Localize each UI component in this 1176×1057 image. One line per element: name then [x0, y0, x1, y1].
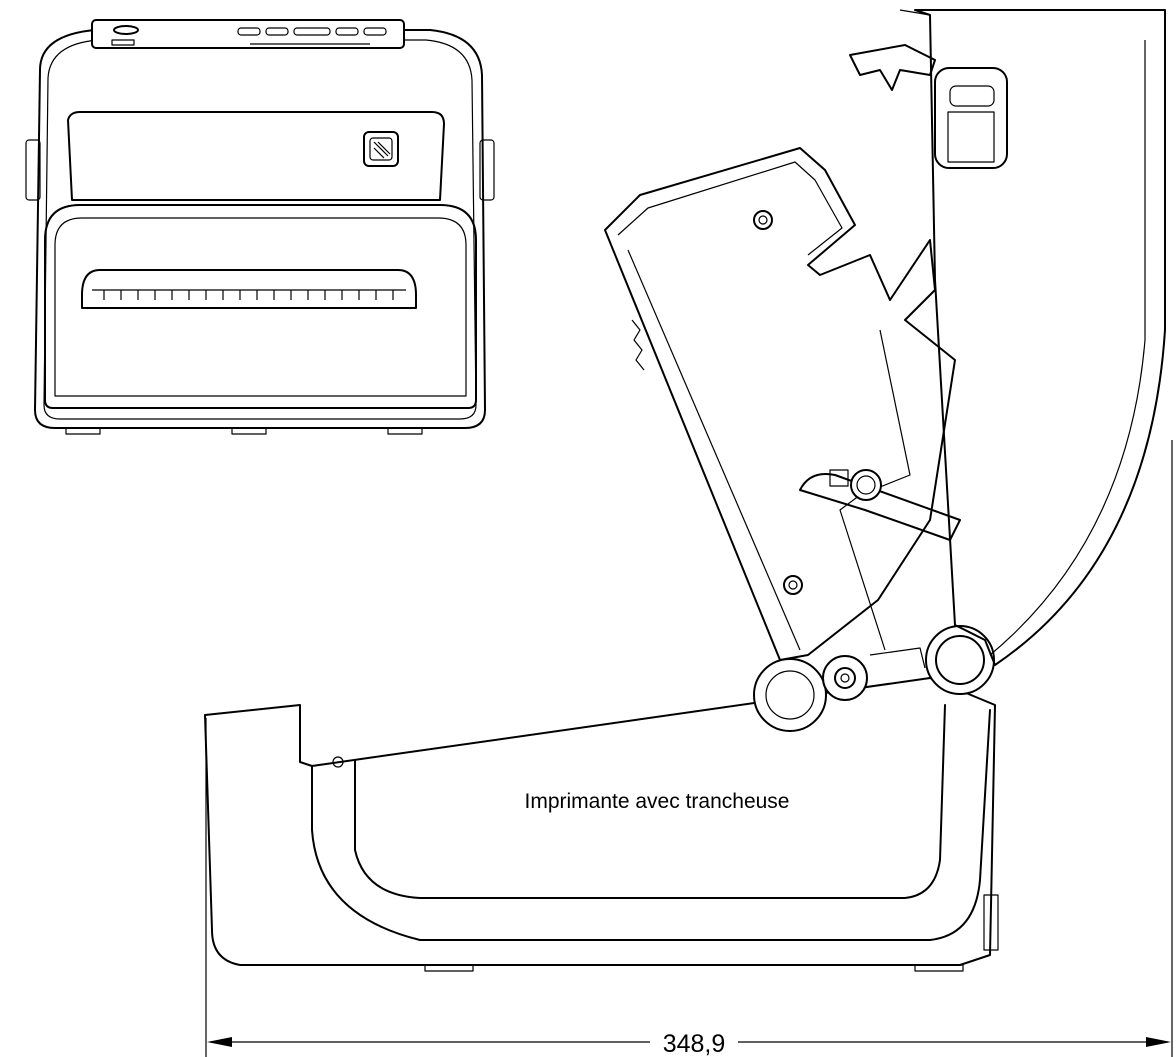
gear-icon — [631, 319, 645, 371]
control-panel-strip — [91, 19, 405, 49]
arrow-right-icon — [1146, 1037, 1171, 1047]
upper-cover-panel — [67, 111, 445, 201]
power-button-icon — [113, 25, 139, 35]
printer-base — [204, 677, 996, 966]
printer-side-view — [204, 9, 1166, 972]
control-buttons — [237, 27, 387, 45]
release-lever — [799, 473, 961, 541]
cover-latch-window — [934, 67, 1008, 169]
cutter-teeth — [103, 290, 394, 300]
top-cover — [914, 9, 1166, 666]
width-dimension: 348,9 — [205, 440, 1173, 1057]
cutter-slot — [81, 269, 417, 309]
diagram-caption: Imprimante avec trancheuse — [525, 790, 790, 813]
media-cradle-arm — [604, 147, 956, 661]
platen-rollers — [753, 655, 868, 732]
dimension-width-label: 348,9 — [663, 1030, 726, 1057]
brand-logo-icon — [363, 131, 399, 167]
arrow-left-icon — [207, 1037, 232, 1047]
cutter-front-panel — [44, 204, 477, 409]
printer-front-view — [25, 19, 495, 435]
